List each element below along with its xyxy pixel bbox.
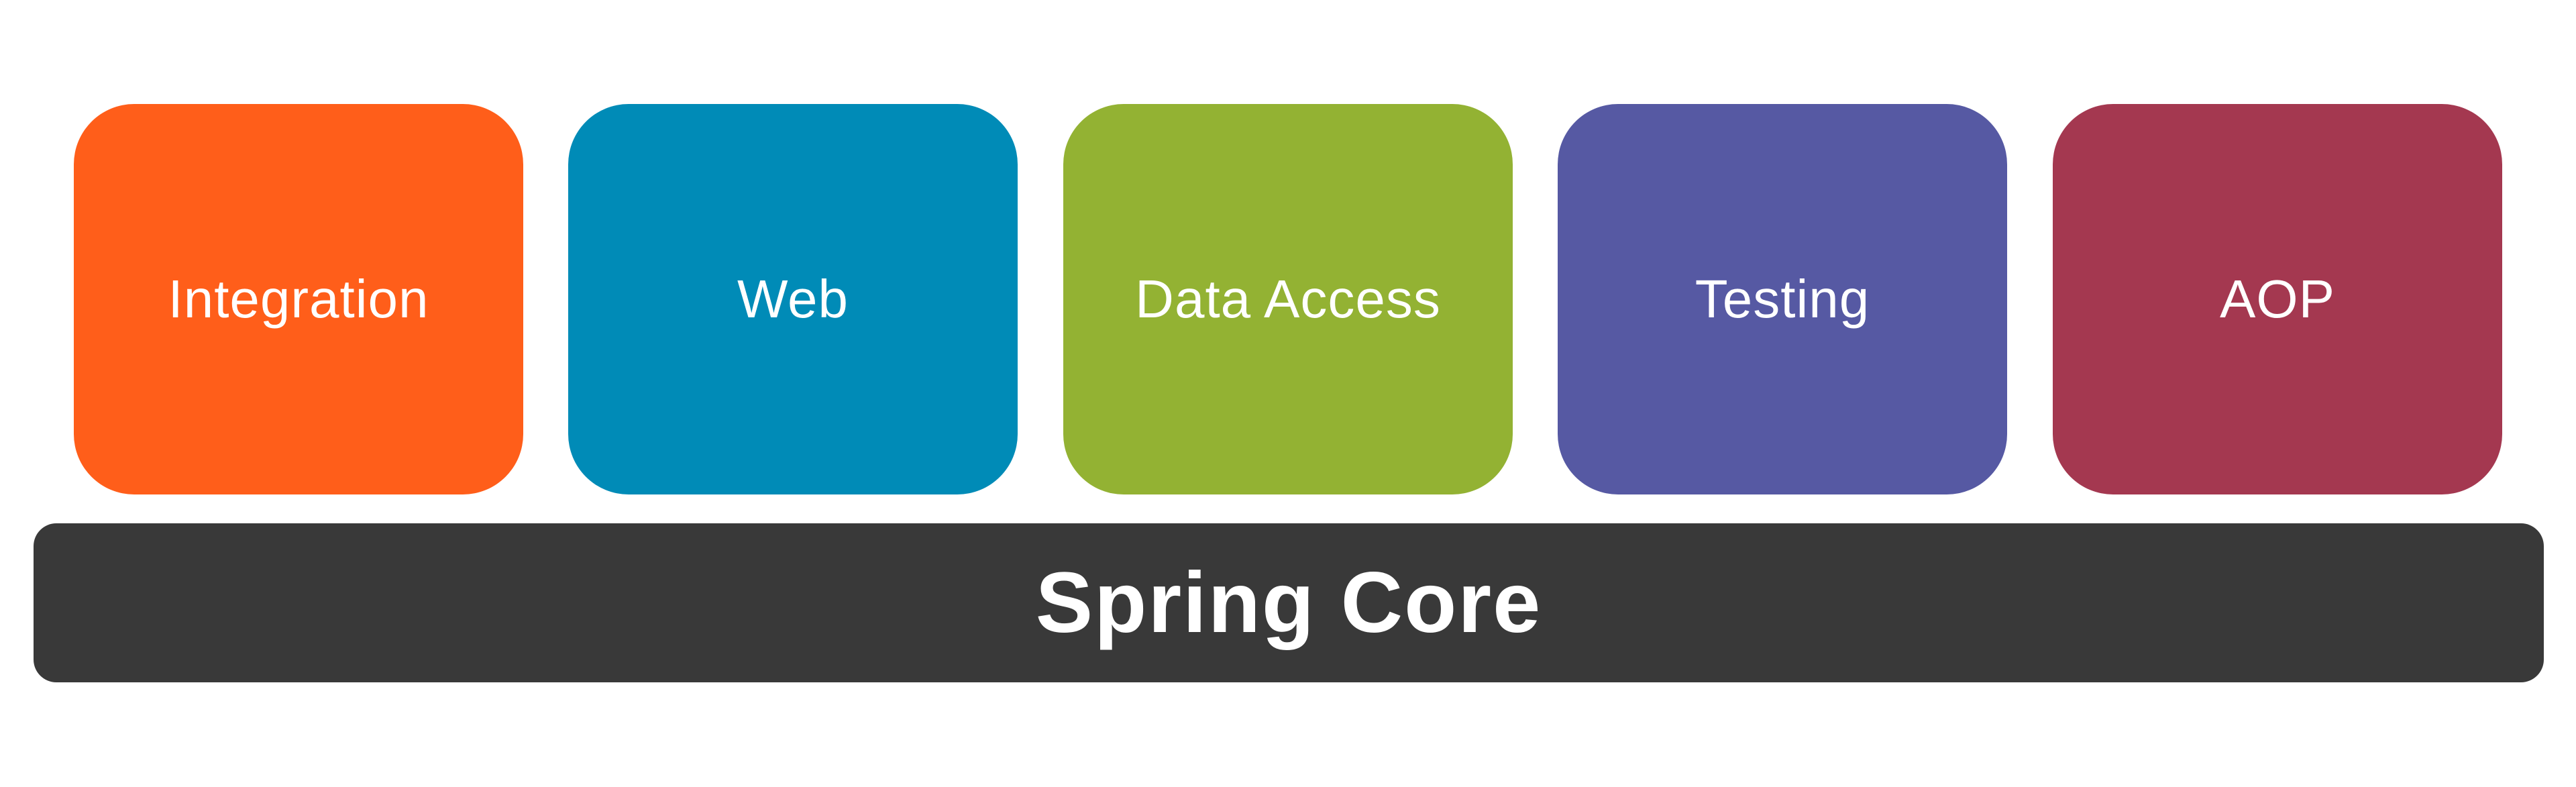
module-web: Web: [568, 104, 1018, 494]
spring-core-bar: Spring Core: [34, 523, 2544, 682]
module-aop: AOP: [2053, 104, 2502, 494]
module-data-access: Data Access: [1063, 104, 1513, 494]
module-testing: Testing: [1558, 104, 2007, 494]
module-row: Integration Web Data Access Testing AOP: [74, 104, 2502, 494]
module-integration: Integration: [74, 104, 523, 494]
